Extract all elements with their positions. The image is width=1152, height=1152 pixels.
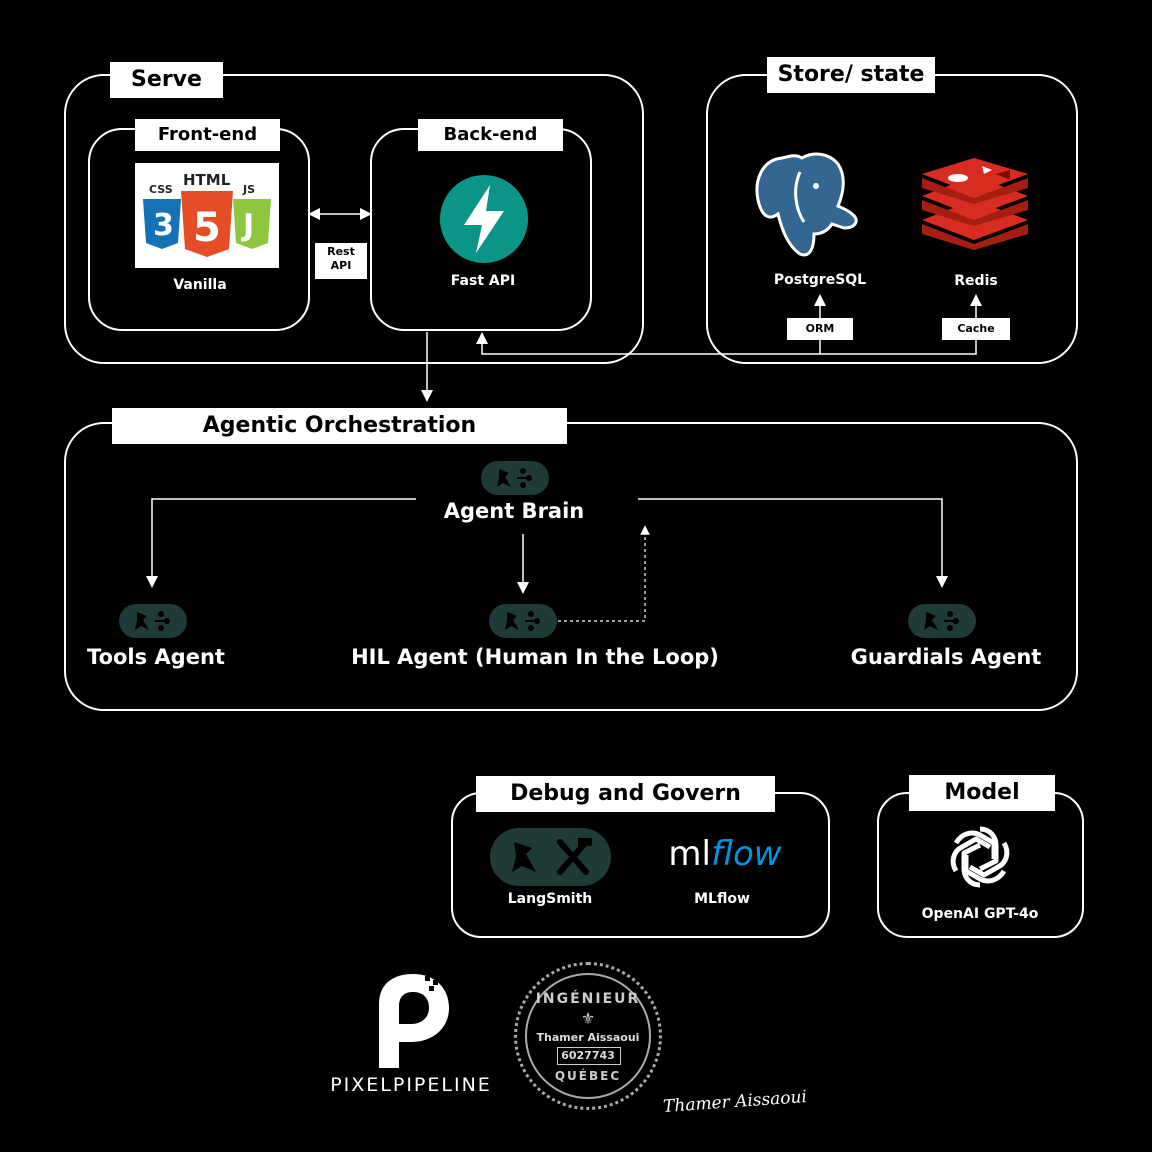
pixelpipeline-brand: PIXELPIPELINE	[330, 1074, 492, 1096]
js-shield-icon	[233, 199, 271, 249]
html5-shield-icon	[181, 191, 233, 257]
rest-api-label: Rest API	[315, 243, 367, 279]
redis-label: Redis	[954, 273, 998, 289]
backend-title: Back-end	[418, 119, 563, 151]
pixelpipeline-logo	[379, 974, 449, 1068]
svg-text:5: 5	[193, 205, 221, 251]
tools-agent-label: Tools Agent	[87, 645, 225, 669]
guardrails-agent-icon	[908, 604, 976, 638]
mlflow-logo-flow: flow	[711, 834, 782, 874]
model-label: OpenAI GPT-4o	[921, 906, 1039, 922]
store-title: Store/ state	[767, 57, 935, 93]
langsmith-label: LangSmith	[507, 891, 593, 907]
hil-agent-icon	[489, 604, 557, 638]
orm-label: ORM	[787, 318, 853, 340]
fleur-de-lis-icon: ⚜	[580, 1009, 596, 1028]
postgres-label: PostgreSQL	[773, 272, 867, 288]
css3-shield-icon	[143, 199, 181, 249]
openai-icon	[950, 826, 1010, 888]
tools-agent-icon	[119, 604, 187, 638]
seal-top-text: INGÉNIEUR	[535, 991, 641, 1007]
cache-label: Cache	[942, 318, 1010, 340]
langsmith-parrot-icon	[490, 828, 611, 886]
brain-to-guardrails-arrow	[638, 498, 948, 588]
mlflow-logo-ml: ml	[668, 834, 711, 874]
hil-agent-label: HIL Agent (Human In the Loop)	[351, 645, 719, 669]
css-text: CSS	[149, 183, 173, 196]
model-title: Model	[909, 775, 1055, 811]
engineer-seal: INGÉNIEUR ⚜ Thamer Aissaoui 6027743 QUÉB…	[514, 962, 662, 1110]
debug-title: Debug and Govern	[476, 776, 775, 812]
brain-to-tools-arrow	[146, 498, 416, 588]
postgresql-elephant-icon	[755, 152, 858, 257]
frontend-title: Front-end	[135, 119, 280, 151]
agent-brain-icon	[481, 461, 549, 495]
orchestration-group	[64, 422, 1078, 711]
mlflow-label: MLflow	[694, 891, 750, 907]
html-text: HTML	[183, 171, 231, 189]
html-css-js-logo: CSS HTML JS 3 J 5	[135, 163, 279, 268]
fastapi-icon	[440, 175, 528, 263]
store-to-backend-arrow	[476, 332, 820, 355]
seal-name: Thamer Aissaoui	[536, 1031, 640, 1044]
js-text: JS	[242, 183, 255, 196]
frontend-label: Vanilla	[173, 277, 227, 293]
svg-text:3: 3	[153, 208, 174, 243]
hil-to-brain-dashed-arrow	[558, 525, 650, 622]
agent-brain-label: Agent Brain	[443, 499, 585, 523]
backend-label: Fast API	[450, 273, 516, 289]
serve-group	[64, 74, 644, 364]
orchestration-title: Agentic Orchestration	[112, 408, 567, 444]
seal-number: 6027743	[561, 1049, 615, 1062]
svg-text:J: J	[241, 208, 254, 243]
mlflow-logo: mlflow	[660, 834, 790, 874]
seal-bottom-text: QUÉBEC	[554, 1069, 622, 1083]
redis-icon	[922, 158, 1028, 250]
guardrails-agent-label: Guardials Agent	[850, 645, 1042, 669]
serve-title: Serve	[110, 62, 223, 98]
